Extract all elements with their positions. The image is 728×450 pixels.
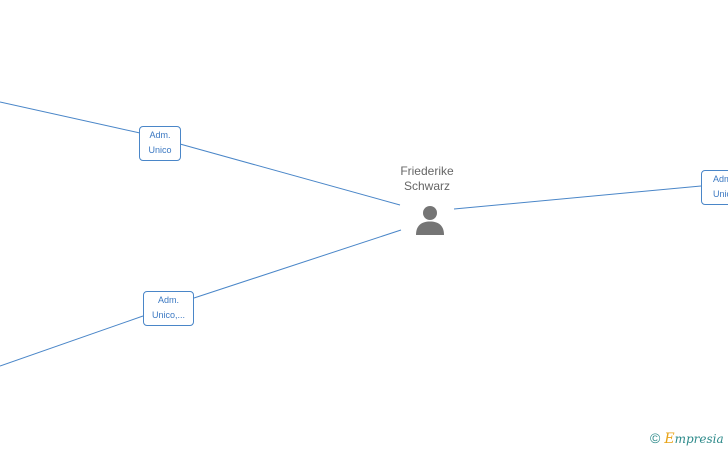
empresia-watermark: ©Empresia xyxy=(650,429,724,449)
role-label-top-left-line2: Unico xyxy=(148,145,172,155)
role-label-top-left[interactable]: Adm. Unico xyxy=(139,126,181,161)
role-label-bottom-left-line1: Adm. xyxy=(157,295,179,305)
copyright-icon: © xyxy=(650,430,661,446)
edge-right xyxy=(453,185,702,210)
role-label-right-line2: Unico xyxy=(713,189,728,199)
edge-top-left-inner xyxy=(179,143,401,206)
center-person-name[interactable]: Friederike Schwarz xyxy=(377,164,477,194)
role-label-bottom-left-line2: Unico,... xyxy=(151,310,185,320)
logo-text: mpresia xyxy=(674,432,724,446)
role-label-right[interactable]: Adm. Unico xyxy=(701,170,728,205)
logo-initial: E xyxy=(664,431,675,447)
edge-bottom-left-inner xyxy=(193,229,402,299)
role-label-bottom-left[interactable]: Adm. Unico,... xyxy=(143,291,194,326)
role-label-right-line1: Adm. xyxy=(713,174,728,184)
person-icon[interactable] xyxy=(414,204,446,236)
role-label-top-left-line1: Adm. xyxy=(149,130,171,140)
edge-bottom-left-outer xyxy=(0,315,144,367)
center-person-name-line1: Friederike xyxy=(400,164,454,178)
center-person-name-line2: Schwarz xyxy=(403,179,450,193)
edge-top-left-outer xyxy=(0,101,141,134)
